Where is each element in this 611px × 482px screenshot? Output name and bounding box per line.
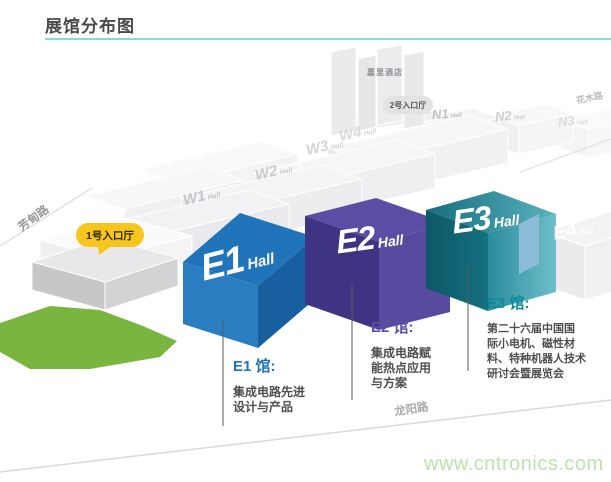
legend-e2-line: 与方案 bbox=[371, 376, 408, 390]
leader-lines bbox=[222, 264, 469, 426]
legend-e3: E3 馆: 第二十六届中国国 际小电机、磁性材 料、特种机器人技术 研讨会暨展览… bbox=[487, 292, 586, 382]
entrance1-gray-building bbox=[30, 237, 180, 311]
e1-top-face bbox=[183, 213, 315, 286]
hotel-label: 嘉里酒店 bbox=[367, 68, 403, 77]
legend-e1-line: 集成电路先进 bbox=[233, 385, 306, 399]
legend-e3-line: 研讨会暨展览会 bbox=[487, 368, 564, 380]
legend-e1-line: 设计与产品 bbox=[233, 400, 294, 414]
title-underline bbox=[45, 38, 611, 40]
legend-e2-line: 能热点应用 bbox=[371, 361, 432, 375]
e2-front-face bbox=[305, 216, 379, 330]
legend-e3-line: 际小电机、磁性材 bbox=[487, 338, 575, 350]
legend-e2: E2 馆: 集成电路赋 能热点应用 与方案 bbox=[371, 316, 483, 391]
connector-wall bbox=[519, 214, 539, 274]
hall-n3-label: N3Hall bbox=[557, 112, 589, 130]
legend-e3-line: 第二十六届中国国 bbox=[487, 323, 575, 335]
road-lines bbox=[0, 138, 611, 473]
legend-e1-title: E1 馆: bbox=[233, 358, 276, 375]
hall-e1-shape bbox=[183, 213, 315, 348]
watermark: www.cntronics.com bbox=[424, 453, 604, 475]
legend-e2-line: 集成电路赋 bbox=[371, 346, 432, 360]
e1-side-face bbox=[258, 237, 315, 348]
lawn-area bbox=[0, 306, 177, 369]
legend-e2-title: E2 馆: bbox=[371, 319, 414, 336]
e1-front-face bbox=[183, 262, 258, 348]
legend-e3-line: 料、特种机器人技术 bbox=[487, 353, 586, 365]
legend-e1: E1 馆: 集成电路先进 设计与产品 bbox=[233, 355, 345, 415]
entrance1-callout: 1号入口厅 bbox=[76, 223, 144, 247]
page-title: 展馆分布图 bbox=[45, 17, 135, 36]
entrance2-badge: 2号入口厅 bbox=[383, 96, 433, 114]
hall-n1-label: N1Hall bbox=[431, 105, 463, 123]
legend-e3-title: E3 馆: bbox=[487, 295, 530, 312]
e3-front-face bbox=[426, 210, 488, 311]
e2-top-face bbox=[305, 198, 450, 242]
hall-n2-label: N2Hall bbox=[494, 107, 526, 125]
